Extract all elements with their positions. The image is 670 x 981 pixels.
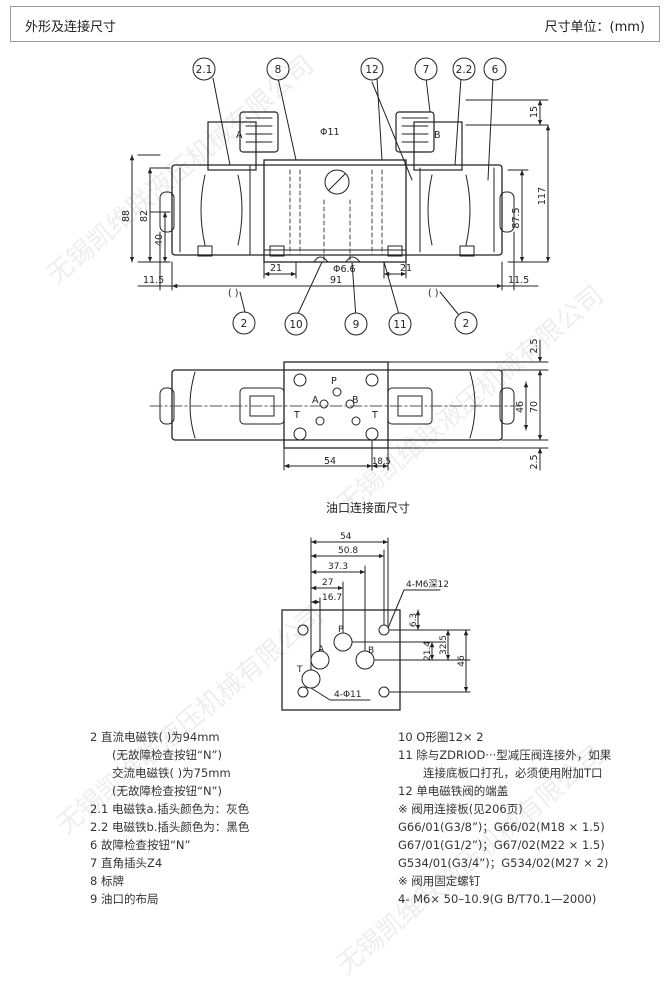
dim-27: 27 bbox=[322, 578, 333, 588]
dim-21-left: 21 bbox=[270, 263, 282, 274]
balloon-2-1: 2.1 bbox=[196, 64, 213, 76]
port-b-iface: B bbox=[368, 646, 374, 656]
dim-37-3: 37.3 bbox=[328, 562, 348, 572]
solenoid-label-b: B bbox=[434, 130, 441, 141]
page-header: 外形及连接尺寸 尺寸单位：(mm) bbox=[10, 6, 660, 42]
note-11-sub: 连接底板口打孔，必须使用附加T口 bbox=[423, 766, 603, 780]
front-view bbox=[129, 77, 551, 319]
interface-title: 油口连接面尺寸 bbox=[326, 500, 410, 515]
port-t1-top: T bbox=[293, 410, 300, 421]
port-a-iface: A bbox=[318, 645, 325, 655]
dim-11-5-left: 11.5 bbox=[143, 275, 164, 286]
note-12: 12 单电磁铁阀的端盖 bbox=[398, 784, 509, 798]
note-screws: ※ 阀用固定螺钉 bbox=[398, 874, 481, 888]
solenoid-label-a: A bbox=[236, 130, 243, 141]
note-2-sub2: 交流电磁铁( )为75mm bbox=[112, 766, 231, 780]
dim-50-8: 50.8 bbox=[338, 546, 358, 556]
notes-left: 2 直流电磁铁( )为94mm (无故障检查按钮“N”) 交流电磁铁( )为75… bbox=[90, 728, 249, 908]
technical-drawing: 2.1 8 12 7 2.2 6 2 10 9 11 2 A B Φ11 Φ6.… bbox=[121, 57, 551, 711]
dim-2-5-top: 2.5 bbox=[529, 338, 540, 353]
note-g66: G66/01(G3/8”)；G66/02(M18 × 1.5) bbox=[398, 820, 605, 834]
dim-46-iface: 46 bbox=[457, 655, 467, 667]
note-2-sub1: (无故障检查按钮“N”) bbox=[112, 748, 222, 762]
note-2-2: 2.2 电磁铁b.插头颜色为：黑色 bbox=[90, 820, 250, 834]
dim-88: 88 bbox=[121, 210, 132, 222]
balloon-8: 8 bbox=[275, 64, 282, 76]
note-2: 2 直流电磁铁( )为94mm bbox=[90, 730, 220, 744]
dim-11-5-right: 11.5 bbox=[508, 275, 529, 286]
dim-40: 40 bbox=[154, 234, 165, 246]
thread-label: 4-M6深12 bbox=[406, 579, 449, 590]
note-g67: G67/01(G1/2”)；G67/02(M22 × 1.5) bbox=[398, 838, 605, 852]
note-10: 10 O形圈12× 2 bbox=[398, 730, 484, 744]
balloon-2-right: 2 bbox=[463, 318, 470, 330]
dim-54-iface: 54 bbox=[340, 532, 352, 542]
balloon-9: 9 bbox=[353, 319, 360, 331]
port-t2-top: T bbox=[371, 410, 378, 421]
note-plate: ※ 阀用连接板(见206页) bbox=[398, 802, 523, 816]
dim-87-5: 87.5 bbox=[511, 207, 522, 228]
dim-117: 117 bbox=[537, 187, 548, 205]
dim-18-5-top: 18.5 bbox=[372, 457, 391, 467]
unit-label: 尺寸单位：(mm) bbox=[544, 20, 645, 35]
dim-15: 15 bbox=[529, 106, 540, 118]
note-2-1: 2.1 电磁铁a.插头颜色为：灰色 bbox=[90, 802, 250, 816]
port-b-top: B bbox=[352, 395, 359, 406]
note-g534: G534/01(G3/4”)；G534/02(M27 × 2) bbox=[398, 856, 609, 870]
balloon-10: 10 bbox=[289, 319, 302, 331]
notes-right: 10 O形圈12× 2 11 除与ZDRIOD···型减压阀连接外，如果 连接底… bbox=[398, 728, 611, 908]
port-p-iface: P bbox=[338, 625, 344, 635]
paren-right: ( ) bbox=[428, 288, 438, 299]
note-9: 9 油口的布局 bbox=[90, 892, 159, 906]
dim-phi6-6: Φ6.6 bbox=[333, 264, 356, 275]
paren-left: ( ) bbox=[228, 288, 238, 299]
note-2-sub3: (无故障检查按钮“N”) bbox=[112, 784, 222, 798]
note-11: 11 除与ZDRIOD···型减压阀连接外，如果 bbox=[398, 748, 612, 762]
dim-16-7: 16.7 bbox=[322, 593, 342, 603]
dim-91: 91 bbox=[330, 275, 342, 286]
note-screw-spec: 4- M6× 50–10.9(G B/T70.1—2000) bbox=[398, 892, 597, 906]
port-t-iface: T bbox=[296, 665, 303, 675]
balloon-6: 6 bbox=[492, 64, 499, 76]
dim-2-5-bottom: 2.5 bbox=[529, 454, 540, 469]
dim-21-4: 21.4 bbox=[423, 641, 433, 661]
dim-21-right: 21 bbox=[400, 263, 412, 274]
top-view bbox=[149, 339, 549, 471]
balloon-12: 12 bbox=[365, 64, 378, 76]
note-8: 8 标牌 bbox=[90, 874, 124, 888]
balloon-7: 7 bbox=[423, 64, 430, 76]
balloon-11: 11 bbox=[393, 319, 406, 331]
dim-6-3: 6.3 bbox=[409, 613, 419, 627]
port-a-top: A bbox=[312, 395, 319, 406]
note-7: 7 直角插头Z4 bbox=[90, 856, 163, 870]
dim-46-top: 46 bbox=[515, 401, 526, 413]
note-6: 6 故障检查按钮“N” bbox=[90, 838, 191, 852]
dim-54-top: 54 bbox=[324, 456, 336, 467]
dim-32-5: 32.5 bbox=[439, 635, 449, 655]
holes-label: 4-Φ11 bbox=[334, 690, 362, 700]
dim-70: 70 bbox=[529, 401, 540, 413]
dim-phi11: Φ11 bbox=[320, 127, 340, 138]
page-title: 外形及连接尺寸 bbox=[25, 20, 117, 35]
dim-82: 82 bbox=[139, 210, 150, 222]
port-p-top: P bbox=[331, 376, 337, 387]
interface-view bbox=[281, 537, 471, 711]
balloon-2-left: 2 bbox=[241, 318, 248, 330]
balloon-2-2: 2.2 bbox=[456, 64, 473, 76]
